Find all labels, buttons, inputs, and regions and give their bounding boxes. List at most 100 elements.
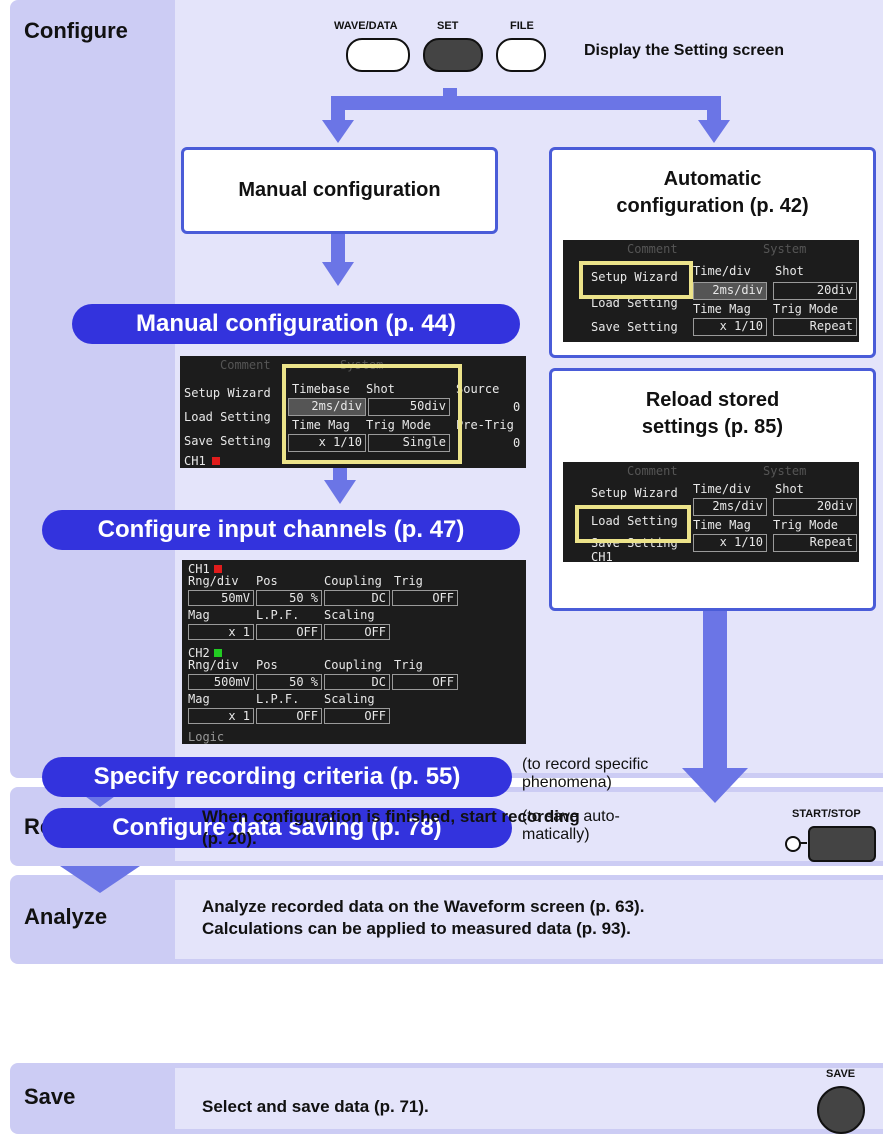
pill-recording-criteria-bar: Specify recording criteria (p. 55) [42,757,512,797]
ch1-trig-field[interactable]: OFF [392,590,458,606]
ch2-coupling-field[interactable]: DC [324,674,390,690]
display-setting-text: Display the Setting screen [584,42,785,59]
auto-config-title-2: configuration (p. 42) [616,195,809,217]
start-stop-led [785,836,801,852]
ch2-trig-field[interactable]: OFF [392,674,458,690]
ch2-pos-field[interactable]: 50 % [256,674,322,690]
note-saving-2: matically) [522,826,590,843]
set-button[interactable] [423,38,483,72]
pill-recording-criteria-label: Specify recording criteria (p. 55) [93,763,461,790]
pill-input-channels: Configure input channels (p. 47) [42,510,520,550]
auto-save-setting-btn[interactable]: Save Setting [591,320,678,334]
arrow-left-stem [331,96,345,126]
auto-time-mag-label: Time Mag [693,302,751,316]
timebase-field[interactable]: 2ms/div [288,398,366,416]
arrow-split-bar [331,96,721,110]
reload-title-1: Reload stored [645,389,780,411]
auto-load-setting-btn[interactable]: Load Setting [591,296,678,310]
reload-tab-system: System [763,464,807,478]
trig-mode-field[interactable]: Single [368,434,450,452]
auto-config-title-1: Automatic [663,168,762,190]
stage-arrow-record [60,866,140,893]
ch1-indicator [212,457,220,465]
save-setting-btn[interactable]: Save Setting [184,434,271,448]
auto-setup-wizard-btn[interactable]: Setup Wizard [591,270,678,284]
auto-time-div-field[interactable]: 2ms/div [693,282,767,300]
load-setting-btn[interactable]: Load Setting [184,410,271,424]
wave-data-label: WAVE/DATA [334,20,398,32]
setup-wizard-btn[interactable]: Setup Wizard [184,386,271,400]
file-label: FILE [510,20,534,32]
logic-label: Logic [188,730,225,744]
reload-time-div-label: Time/div [693,482,751,496]
start-stop-connector [799,842,807,844]
reload-time-div-field[interactable]: 2ms/div [693,498,767,516]
ch2-mag-field[interactable]: x 1 [188,708,254,724]
auto-trig-mode-field[interactable]: Repeat [773,318,857,336]
auto-time-div-label: Time/div [693,264,751,278]
reload-time-mag-field[interactable]: x 1/10 [693,534,767,552]
shot-field[interactable]: 50div [368,398,450,416]
reload-setup-wizard-btn[interactable]: Setup Wizard [591,486,678,500]
auto-tab-system: System [763,242,807,256]
start-stop-button[interactable] [808,826,876,862]
reload-title-2: settings (p. 85) [641,416,784,438]
file-button[interactable] [496,38,546,72]
reload-trig-mode-field[interactable]: Repeat [773,534,857,552]
ch1-coupling-field[interactable]: DC [324,590,390,606]
wave-data-button[interactable] [346,38,410,72]
ch1-mag-label: Mag [188,608,210,622]
tab-comment: Comment [220,358,271,372]
save-band [175,1068,883,1129]
manual-highlight [282,364,462,464]
ch2-scaling-field[interactable]: OFF [324,708,390,724]
ch1-lpf-field[interactable]: OFF [256,624,322,640]
auto-highlight [579,261,693,299]
save-description: Select and save data (p. 71). [202,1097,429,1116]
ch2-lpf-field[interactable]: OFF [256,708,322,724]
ch2-color [214,649,222,657]
auto-trig-mode-label: Trig Mode [773,302,839,316]
reload-tab-comment: Comment [627,464,678,478]
auto-time-mag-field[interactable]: x 1/10 [693,318,767,336]
analyze-description-1: Analyze recorded data on the Waveform sc… [202,897,645,916]
pill-data-saving-label: Configure data saving (p. 78) [112,814,442,841]
ch2-rng-label: Rng/div [188,658,239,672]
pre-trig-value: 0 [513,436,521,450]
ch2-lpf-label: L.P.F. [256,692,300,706]
reload-time-mag-label: Time Mag [693,518,751,532]
auto-shot-label: Shot [775,264,804,278]
auto-shot-field[interactable]: 20div [773,282,857,300]
auto-tab-comment: Comment [627,242,678,256]
pill-input-channels-label: Configure input channels (p. 47) [97,516,465,543]
ch1-pos-label: Pos [256,574,278,588]
ch2-trig-label: Trig [394,658,423,672]
analyze-description: Analyze recorded data on the Waveform sc… [202,896,644,940]
save-button[interactable] [817,1086,865,1134]
reload-ch1-label: CH1 [591,550,613,562]
analyze-description-2: Calculations can be applied to measured … [202,919,631,938]
record-description: When configuration is finished, start re… [202,806,580,850]
time-mag-field[interactable]: x 1/10 [288,434,366,452]
note-saving: (to save auto- matically) [522,808,620,844]
reload-load-setting-btn[interactable]: Load Setting [591,514,678,528]
auto-setting-screen: Comment System Setup Wizard Load Setting… [563,240,859,342]
ch1-coupling-label: Coupling [324,574,382,588]
arrow-manual-head [322,262,354,286]
ch1-trig-label: Trig [394,574,423,588]
save-label: SAVE [826,1068,856,1080]
ch2-rng-field[interactable]: 500mV [188,674,254,690]
shot-label: Shot [366,382,395,396]
ch1-mag-field[interactable]: x 1 [188,624,254,640]
pre-trig-label: Pre-Trig [456,418,514,432]
ch2-scaling-label: Scaling [324,692,375,706]
stage-label-analyze: Analyze [24,904,108,929]
ch1-scaling-field[interactable]: OFF [324,624,390,640]
ch1-rng-field[interactable]: 50mV [188,590,254,606]
ch1-pos-field[interactable]: 50 % [256,590,322,606]
reload-trig-mode-label: Trig Mode [773,518,839,532]
ch1-lpf-label: L.P.F. [256,608,300,622]
start-stop-label: START/STOP [792,808,861,820]
reload-shot-field[interactable]: 20div [773,498,857,516]
